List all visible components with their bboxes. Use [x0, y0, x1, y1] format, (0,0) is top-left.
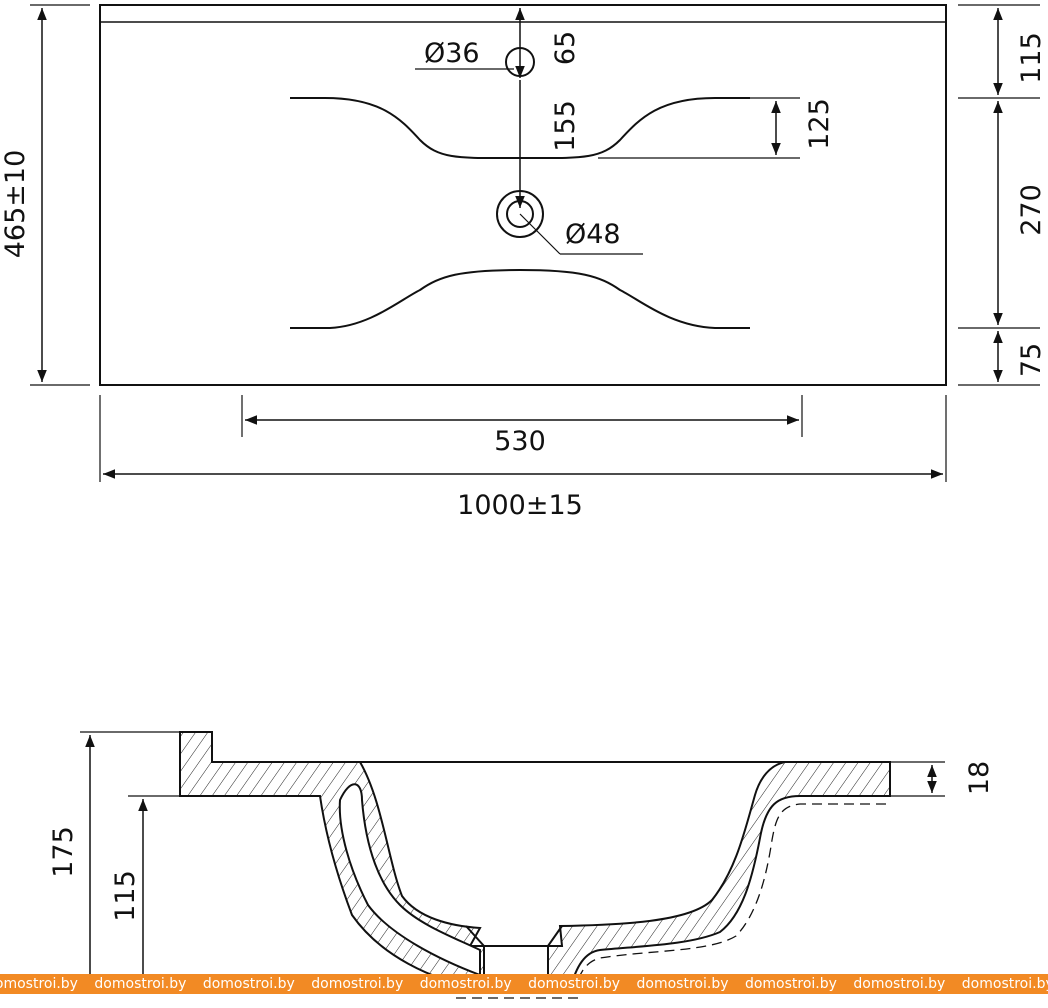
bowl-width-label: 530 — [494, 426, 546, 457]
section-view: 175 115 18 — [48, 731, 995, 999]
right-section-body — [547, 761, 891, 991]
watermark-text: domostroi.by — [744, 976, 837, 992]
curve-depth-label: 125 — [804, 98, 835, 150]
watermark-text: domostroi.by — [202, 976, 295, 992]
drain-leader — [519, 213, 561, 255]
thickness-label: 18 — [964, 761, 995, 795]
watermark-text: domostroi.by — [311, 976, 404, 992]
cabinet-outline-dashed — [575, 803, 886, 991]
watermark-text: domostroi.by — [0, 976, 78, 992]
bowl-depth-label: 270 — [1016, 184, 1047, 236]
height-upper-label: 115 — [110, 870, 141, 922]
height-total-label: 175 — [48, 826, 79, 878]
front-margin-label: 75 — [1016, 343, 1047, 377]
bowl-front-edge — [290, 268, 750, 329]
overflow-channel — [338, 783, 481, 977]
watermark-text: domostroi.by — [961, 976, 1048, 992]
watermark-text: domostroi.by — [636, 976, 729, 992]
faucet-offset-label: 65 — [550, 31, 581, 65]
sink-outline — [99, 4, 947, 386]
top-view: Ø36 65 155 125 Ø48 115 270 75 465±10 530… — [0, 4, 1047, 521]
watermark-strip: domostroi.by domostroi.by domostroi.by d… — [0, 974, 1048, 994]
watermark-text: domostroi.by — [419, 976, 512, 992]
faucet-hole-label: Ø36 — [424, 38, 480, 69]
back-margin-label: 115 — [1016, 32, 1047, 84]
depth-total-label: 465±10 — [0, 150, 31, 259]
watermark-text: domostroi.by — [853, 976, 946, 992]
faucet-drain-label: 155 — [550, 100, 581, 152]
watermark-text: domostroi.by — [94, 976, 187, 992]
width-total-label: 1000±15 — [457, 490, 583, 521]
drain-hole-label: Ø48 — [565, 219, 621, 250]
drain-neck — [465, 925, 563, 947]
watermark-text: domostroi.by — [528, 976, 621, 992]
